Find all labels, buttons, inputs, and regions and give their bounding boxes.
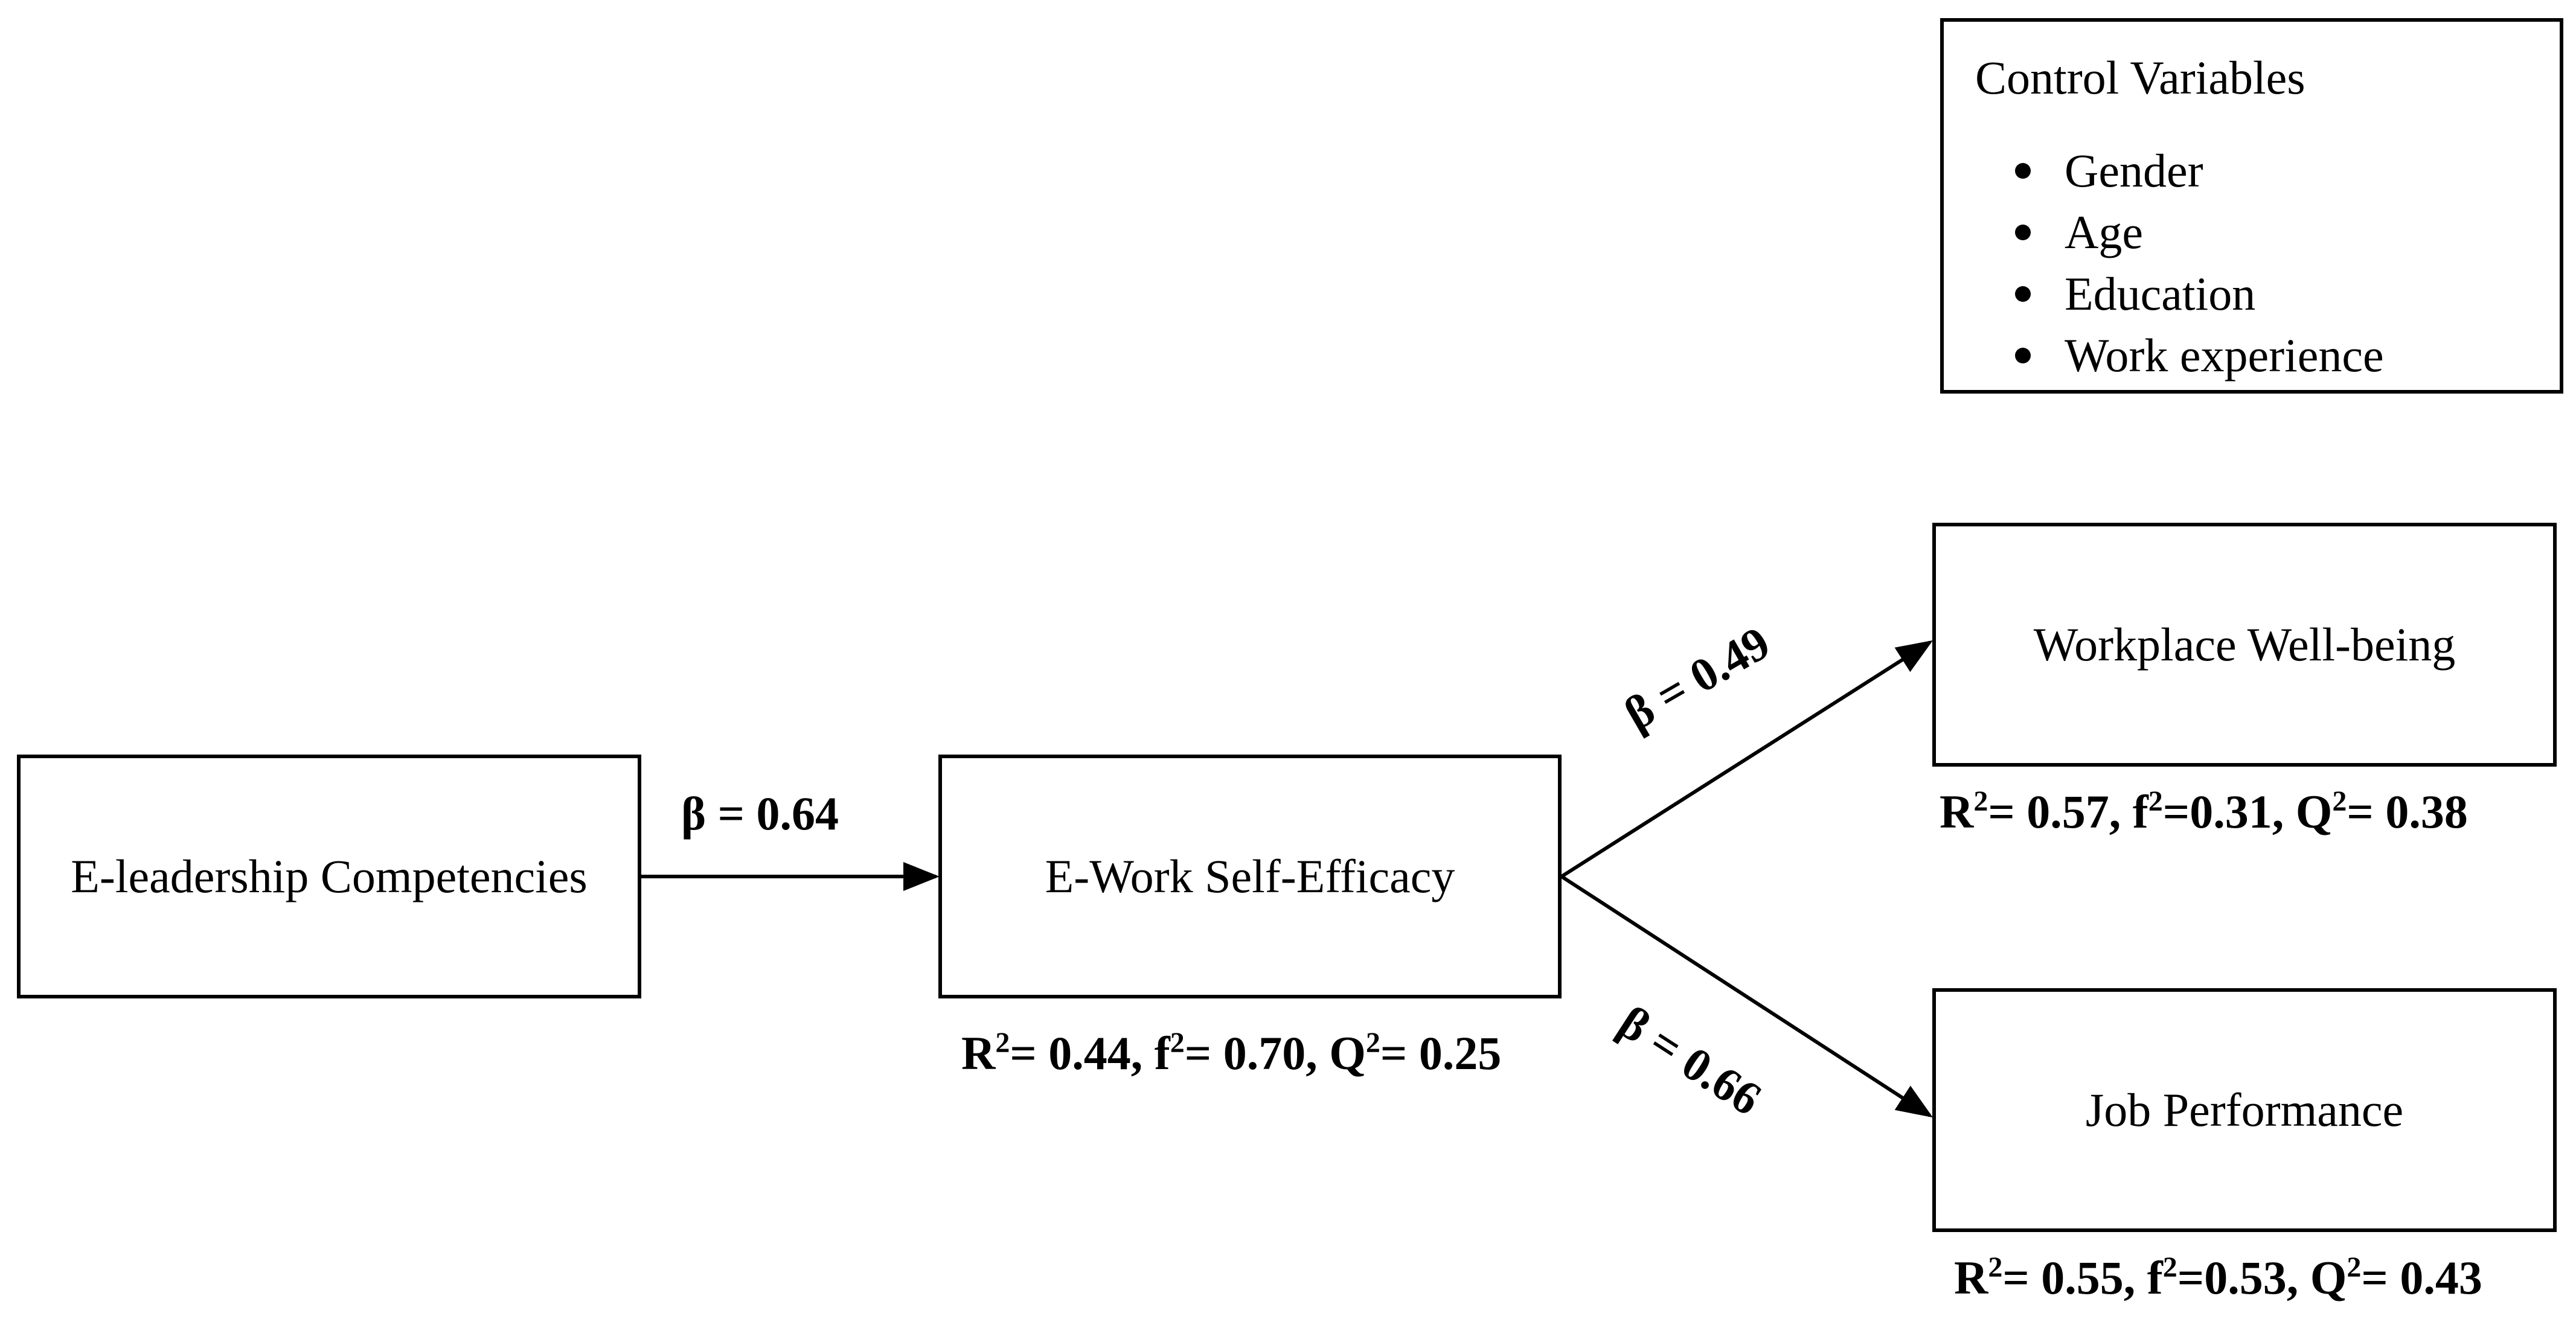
stats-job-performance: R2= 0.55, f2=0.53, Q2= 0.43 [1954, 1251, 2482, 1304]
control-variable-item: Education [1944, 263, 2384, 325]
node-ework-self-efficacy: E-Work Self-Efficacy [938, 755, 1562, 998]
bullet-icon [2015, 348, 2031, 363]
control-variable-label: Education [2065, 267, 2256, 320]
bullet-icon [2015, 286, 2031, 302]
arrow-eworkse-to-jobperf [1560, 875, 1934, 1118]
stats-ework-self-efficacy: R2= 0.44, f2= 0.70, Q2= 0.25 [961, 1027, 1502, 1079]
control-variables-list: Gender Age Education Work experience [1944, 140, 2384, 386]
node-job-performance: Job Performance [1932, 988, 2557, 1232]
node-label: Workplace Well-being [2033, 618, 2456, 671]
control-variable-item: Age [1944, 202, 2384, 263]
control-variable-label: Work experience [2065, 329, 2384, 382]
control-variables-box: Control Variables Gender Age Education W… [1940, 18, 2563, 394]
control-variables-title: Control Variables [1975, 51, 2305, 104]
bullet-icon [2015, 225, 2031, 240]
node-label: E-leadership Competencies [71, 850, 588, 902]
node-workplace-well-being: Workplace Well-being [1932, 523, 2557, 767]
control-variable-label: Gender [2065, 144, 2203, 197]
node-label: E-Work Self-Efficacy [1045, 850, 1455, 902]
control-variable-item: Gender [1944, 140, 2384, 202]
arrow-eworkse-to-wellbeing [1560, 640, 1934, 878]
bullet-icon [2015, 163, 2031, 179]
node-eleadership-competencies: E-leadership Competencies [17, 755, 641, 998]
control-variable-item: Work experience [1944, 325, 2384, 386]
node-label: Job Performance [2085, 1084, 2404, 1136]
stats-workplace-well-being: R2= 0.57, f2=0.31, Q2= 0.38 [1940, 785, 2468, 838]
control-variable-label: Age [2065, 206, 2143, 258]
path-coefficient-eleadership-eworkse: β = 0.64 [681, 787, 839, 840]
